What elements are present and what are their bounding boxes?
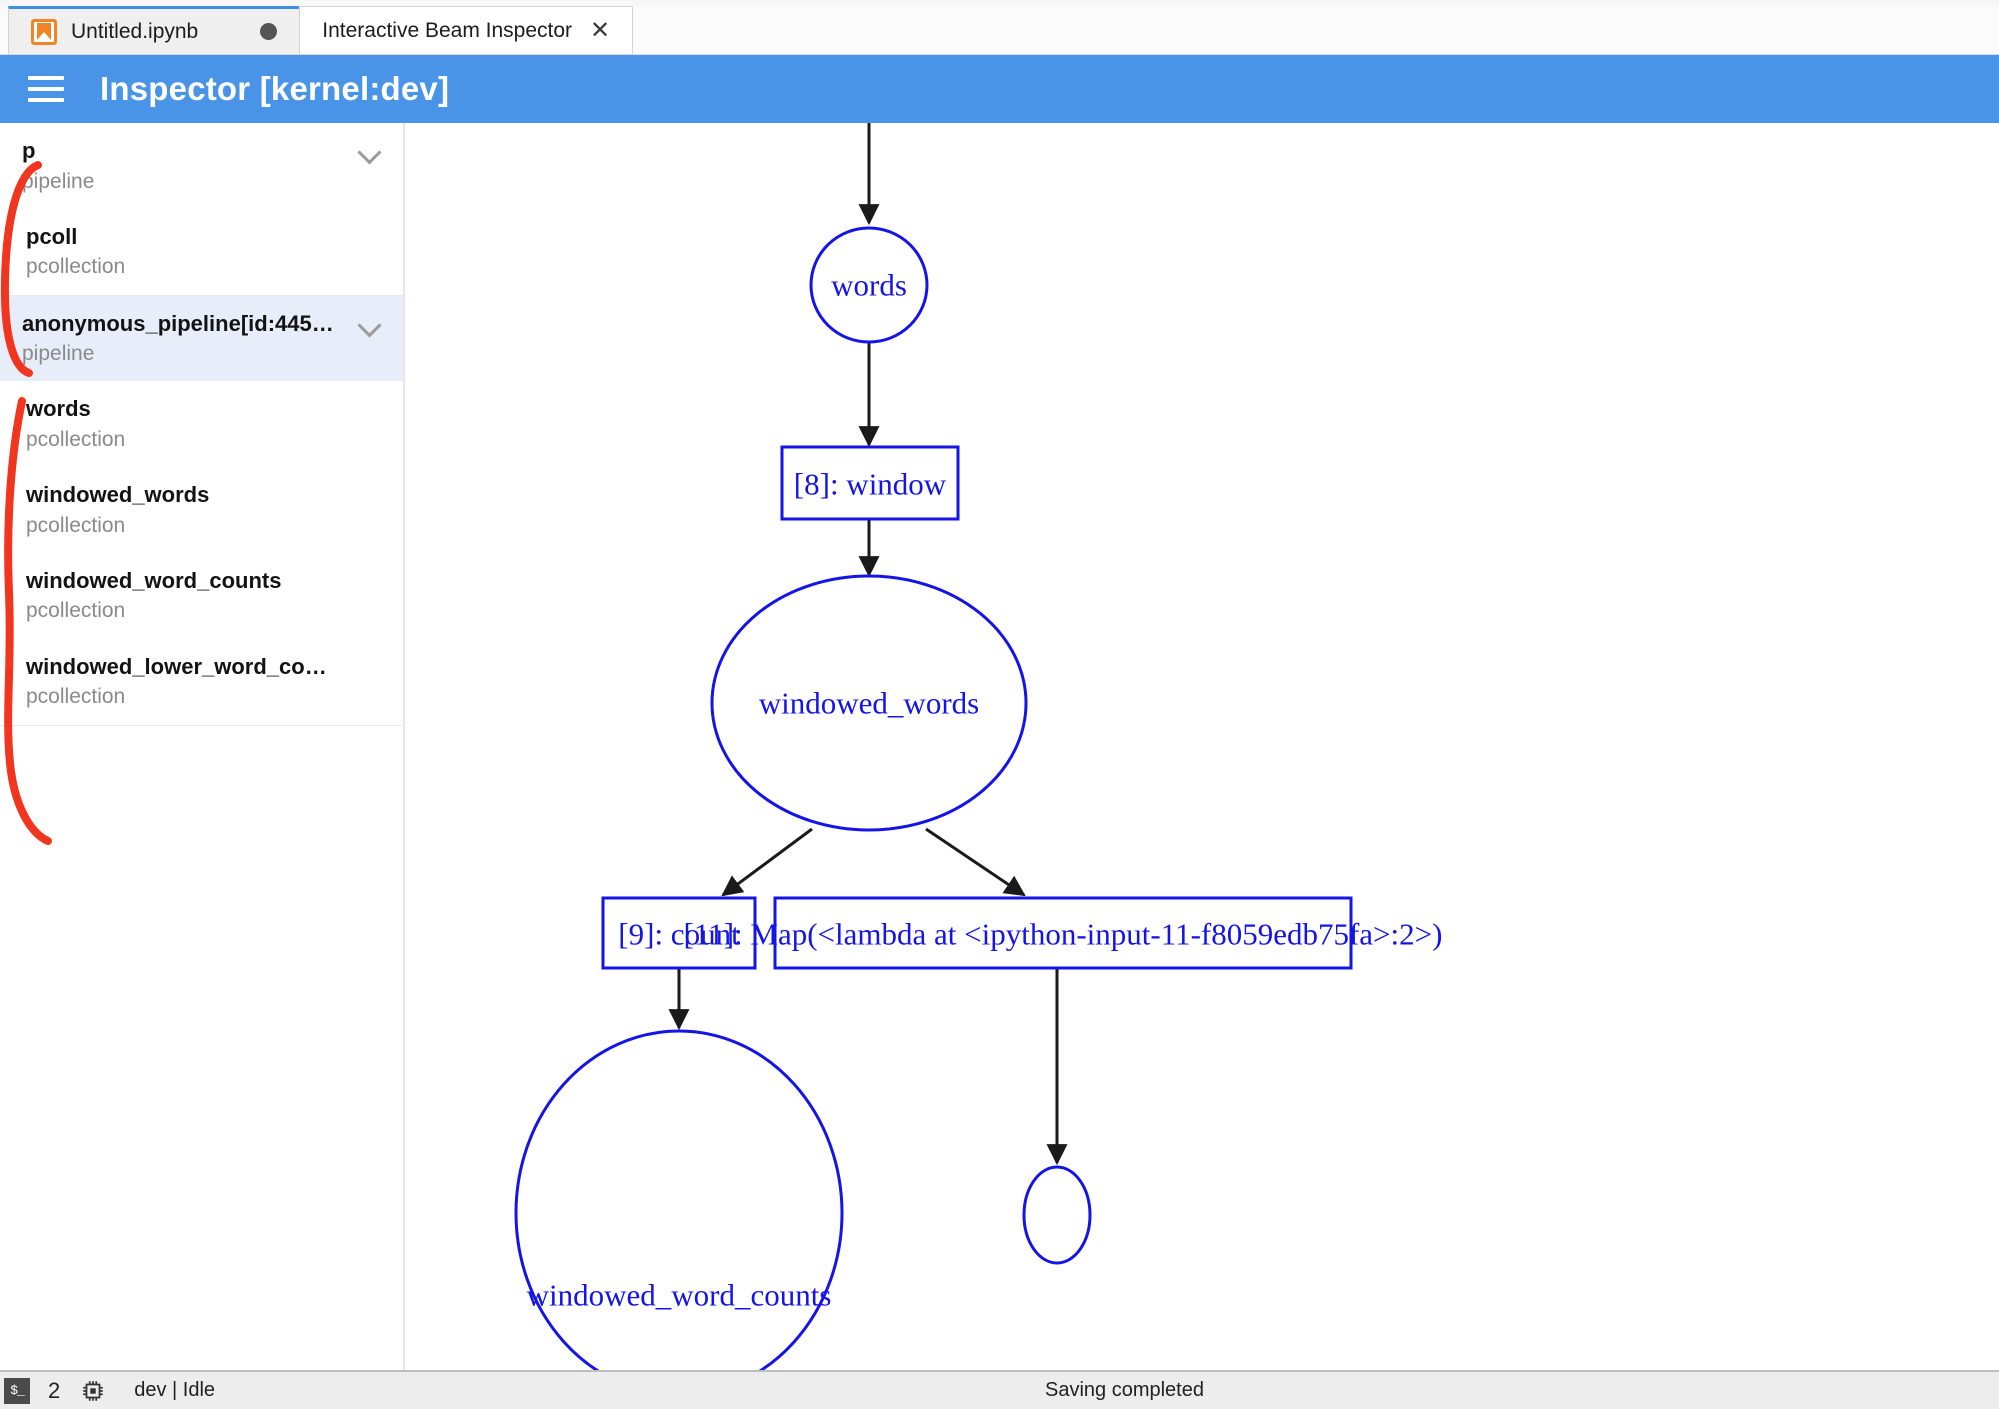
node-name: words — [26, 396, 91, 422]
unsaved-dot-icon[interactable] — [260, 23, 278, 40]
close-icon[interactable]: ✕ — [590, 16, 611, 44]
tab-label: Interactive Beam Inspector — [322, 18, 573, 42]
node-name: windowed_lower_word_counts — [26, 653, 352, 679]
graph-nodes: words [8]: window windowed_words — [514, 226, 1443, 1370]
sidebar-item-pcoll[interactable]: pcoll pcollection — [0, 209, 403, 295]
sidebar-item-windowed-words[interactable]: windowed_words pcollection — [0, 467, 403, 553]
edge-windowed-words-to-count — [721, 827, 813, 897]
chevron-down-icon[interactable] — [359, 141, 381, 163]
graph-node-windowed-words[interactable]: windowed_words — [710, 574, 1028, 832]
sidebar-item-windowed-lower-word-counts[interactable]: windowed_lower_word_counts pcollection — [0, 639, 403, 725]
graph-node-count[interactable]: [9]: count — [601, 896, 757, 970]
tab-bar: Untitled.ipynb Interactive Beam Inspecto… — [0, 0, 1999, 55]
inspector-header: Inspector [kernel:dev] — [0, 55, 1999, 123]
graph-node-label: windowed_word_counts — [527, 1278, 832, 1313]
node-type: pcollection — [26, 599, 126, 623]
node-type: pcollection — [26, 685, 126, 709]
notebook-icon — [31, 18, 57, 45]
status-bar: $_ 2 dev | Idle Saving completed — [0, 1370, 1999, 1409]
save-status: Saving completed — [1045, 1379, 1204, 1401]
pipeline-graph: words [8]: window windowed_words — [514, 123, 1443, 1370]
page-title: Inspector [kernel:dev] — [100, 70, 450, 107]
node-name: pcoll — [26, 223, 78, 249]
sidebar-item-p[interactable]: p pipeline — [0, 123, 403, 209]
sidebar-item-anonymous-pipeline[interactable]: anonymous_pipeline[id:44516… pipeline — [0, 295, 403, 382]
node-type: pipeline — [22, 169, 95, 193]
cpu-icon[interactable] — [80, 1378, 106, 1404]
node-name: windowed_words — [26, 482, 210, 508]
pipeline-graph-panel[interactable]: words [8]: window windowed_words — [407, 123, 1999, 1370]
tab-bar-top-edge — [0, 0, 1999, 6]
tab-label: Untitled.ipynb — [71, 19, 199, 43]
tab-interactive-beam-inspector[interactable]: Interactive Beam Inspector ✕ — [299, 6, 634, 54]
sidebar-item-windowed-word-counts[interactable]: windowed_word_counts pcollection — [0, 553, 403, 639]
graph-node-window[interactable]: [8]: window — [780, 445, 960, 521]
graph-node-label: windowed_words — [759, 686, 979, 721]
node-type: pipeline — [22, 342, 95, 366]
graph-node-map[interactable]: [11]: Map(<lambda at <ipython-input-11-f… — [684, 896, 1443, 970]
graph-node-label: [11]: Map(<lambda at <ipython-input-11-f… — [684, 917, 1443, 952]
node-type: pcollection — [26, 255, 126, 279]
graph-node-label: [8]: window — [794, 467, 947, 502]
pipeline-group: p pipeline pcoll pcollection — [0, 123, 403, 296]
tab-untitled-ipynb[interactable]: Untitled.ipynb — [8, 6, 301, 54]
inspector-body: p pipeline pcoll pcollection anonymous_p… — [0, 123, 1999, 1370]
graph-edges — [668, 123, 1068, 1166]
graph-node-label: [9]: count — [618, 917, 740, 952]
edge-windowed-words-to-map — [925, 827, 1026, 897]
inspectable-list-sidebar[interactable]: p pipeline pcoll pcollection anonymous_p… — [0, 123, 405, 1370]
graph-node-words[interactable]: words — [809, 226, 929, 344]
node-type: pcollection — [26, 427, 126, 451]
sidebar-item-words[interactable]: words pcollection — [0, 381, 403, 467]
node-type: pcollection — [26, 513, 126, 537]
terminal-icon[interactable]: $_ — [4, 1377, 30, 1404]
graph-node-windowed-word-counts[interactable]: windowed_word_counts — [514, 1029, 844, 1370]
node-name: anonymous_pipeline[id:44516… — [22, 310, 359, 336]
node-name: p — [22, 138, 36, 163]
chevron-down-icon[interactable] — [359, 314, 381, 336]
kernel-status[interactable]: dev | Idle — [134, 1379, 216, 1401]
graph-node-unnamed[interactable] — [1022, 1165, 1092, 1265]
node-name: windowed_word_counts — [26, 567, 282, 593]
anonymous-pipeline-group: anonymous_pipeline[id:44516… pipeline wo… — [0, 295, 403, 726]
hamburger-icon[interactable] — [28, 76, 64, 102]
terminal-count: 2 — [48, 1377, 61, 1403]
graph-node-label: words — [831, 268, 907, 303]
